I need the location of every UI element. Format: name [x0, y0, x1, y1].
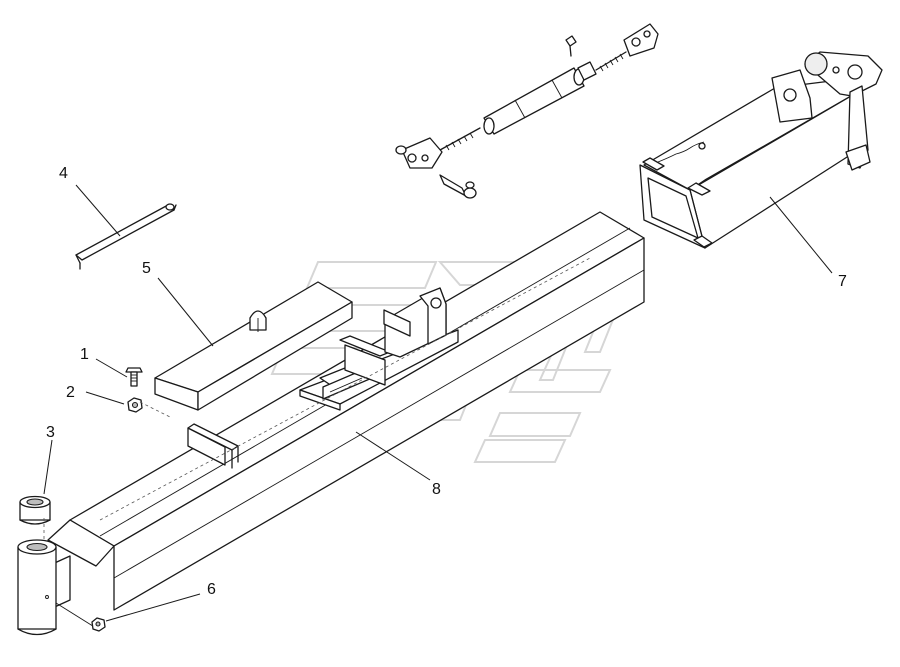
extension-lug: [771, 51, 883, 171]
cover-box: [154, 281, 353, 411]
rod-strip: [75, 203, 177, 270]
main-boom-tube: [69, 211, 645, 611]
bush-sleeve: [19, 495, 51, 525]
nut: [127, 397, 143, 413]
extension-boom: [639, 77, 859, 249]
pivot-nut: [91, 617, 106, 632]
callout-labels: 1 2 3 4 5 6 7 8: [46, 165, 847, 598]
small-bracket: [187, 423, 239, 469]
turnbuckle-assembly: [395, 23, 659, 199]
pivot-bushing: [17, 539, 57, 636]
bolt: [125, 367, 143, 387]
mounting-bracket: [299, 287, 459, 411]
leader-lines: [43, 184, 833, 622]
callout-8: 8: [432, 481, 441, 498]
callout-1: 1: [80, 346, 89, 363]
callout-7: 7: [838, 273, 847, 290]
callout-4: 4: [59, 165, 68, 182]
callout-5: 5: [142, 260, 151, 277]
callout-2: 2: [66, 384, 75, 401]
callout-3: 3: [46, 424, 55, 441]
alignment-lines: [43, 257, 591, 540]
callout-6: 6: [207, 581, 216, 598]
